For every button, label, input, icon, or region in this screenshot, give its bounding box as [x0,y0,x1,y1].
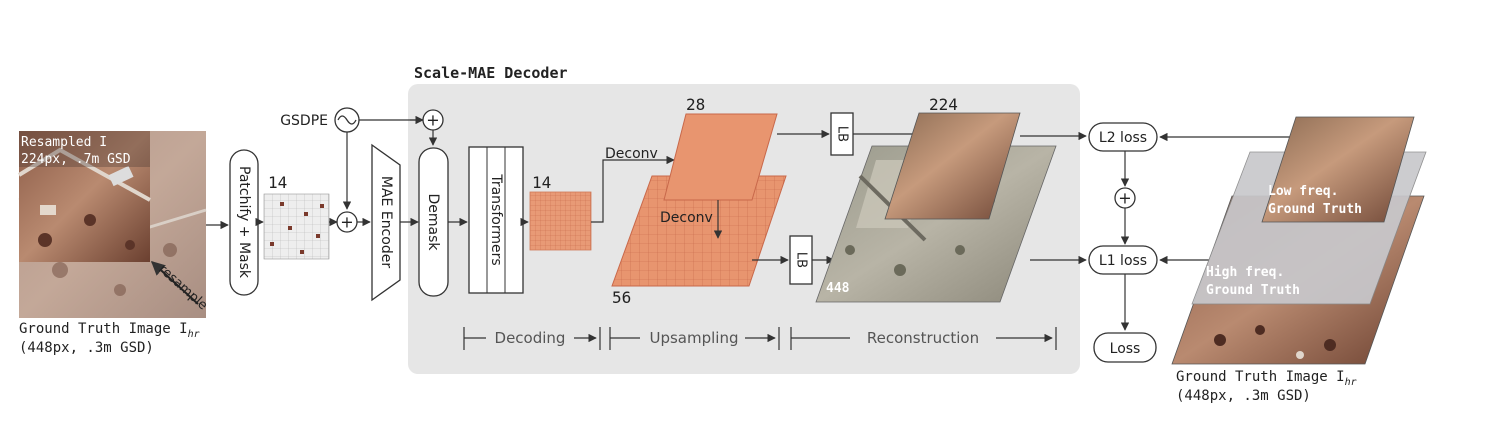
l2-loss-node [1088,122,1158,152]
high-freq-label-line2: Ground Truth [1206,283,1300,298]
lb-label-top: LB [835,126,850,142]
lb-label-bottom: LB [794,252,809,268]
input-caption-line2: (448px, .3m GSD) [19,340,154,356]
transformers-label: Transformers [488,173,504,265]
arrow-deconv-to-28 [591,155,675,223]
low-freq-ground-truth [1261,116,1415,223]
stage-bracket-reconstruction [790,327,1057,350]
input-caption-line1: Ground Truth Image Ihr [19,321,200,340]
total-loss-node [1093,332,1157,363]
l2-loss-label: L2 loss [1099,130,1147,146]
resampled-caption-line2: 224px, .7m GSD [21,152,131,167]
stage-decoding: Decoding [495,329,566,347]
low-freq-label-line1: Low freq. [1268,184,1338,199]
feature-map-28 [663,113,778,201]
stage-reconstruction: Reconstruction [867,329,979,347]
l1-loss-node [1088,245,1158,275]
patch-grid-size: 14 [268,173,287,192]
l1-loss-label: L1 loss [1099,253,1147,269]
gsdpe-label: GSDPE [280,113,328,129]
low-freq-label-line2: Ground Truth [1268,202,1362,217]
mae-encoder-label: MAE Encoder [378,176,394,268]
plus-symbol: + [1118,189,1131,208]
gt-caption-line2: (448px, .3m GSD) [1176,388,1311,404]
reconstruction-224 [884,112,1021,220]
plus-symbol: + [426,111,439,130]
input-image [17,131,207,318]
total-loss-label: Loss [1110,341,1141,357]
transformers-block [468,146,524,294]
feature-size-14: 14 [532,173,551,192]
deconv-label-1: Deconv [605,146,658,162]
stage-bracket-upsampling [609,327,780,350]
deconv-label-2: Deconv [660,210,713,226]
output-size-224: 224 [929,95,958,114]
gt-caption-line1: Ground Truth Image Ihr [1176,369,1357,388]
feature-size-28: 28 [686,95,705,114]
stage-upsampling: Upsampling [649,329,738,347]
decoder-title: Scale-MAE Decoder [414,64,568,82]
resampled-caption-line1: Resampled I [21,135,107,150]
mae-encoder-block [371,143,401,302]
high-freq-label-line1: High freq. [1206,265,1284,280]
masked-patch-grid [263,193,330,260]
demask-label: Demask [425,193,441,251]
feature-map-14 [529,191,592,251]
plus-symbol: + [340,213,353,232]
stage-bracket-decoding [463,327,601,350]
feature-size-56: 56 [612,288,631,307]
visible-patches [270,202,324,254]
patchify-mask-label: Patchify + Mask [236,166,252,279]
output-size-448: 448 [826,281,850,296]
resample-arrow [150,261,199,305]
